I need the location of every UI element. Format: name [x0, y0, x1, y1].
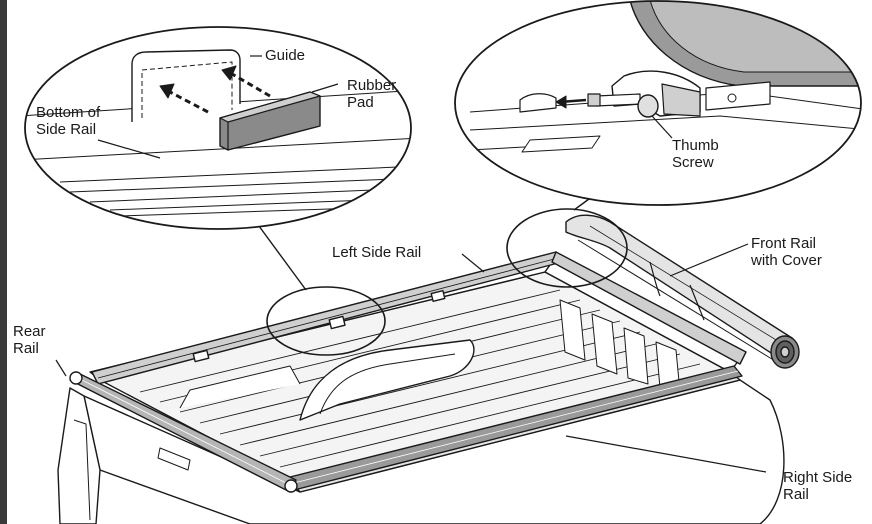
label-front-rail-with-cover: Front Rail with Cover [751, 235, 822, 269]
label-rear-rail: Rear Rail [13, 323, 46, 357]
callout-ring-front [506, 208, 628, 288]
label-left-side-rail: Left Side Rail [332, 244, 422, 261]
label-rubber-pad: Rubber Pad [347, 77, 397, 111]
label-bottom-of-side-rail: Bottom of Side Rail [36, 104, 101, 138]
label-thumb-screw: Thumb Screw [672, 137, 719, 171]
detail-circle-rubber-pad [24, 26, 412, 230]
callout-ring-left [266, 286, 386, 356]
left-frame-bar [0, 0, 7, 524]
label-guide: Guide [265, 47, 306, 64]
detail-circle-thumb-screw [454, 0, 862, 206]
rear-rail [69, 371, 298, 493]
front-wall-ribs [559, 299, 681, 393]
label-leader-lines [55, 243, 767, 473]
connector-left [255, 221, 307, 291]
label-right-side-rail: Right Side Rail [783, 469, 853, 503]
